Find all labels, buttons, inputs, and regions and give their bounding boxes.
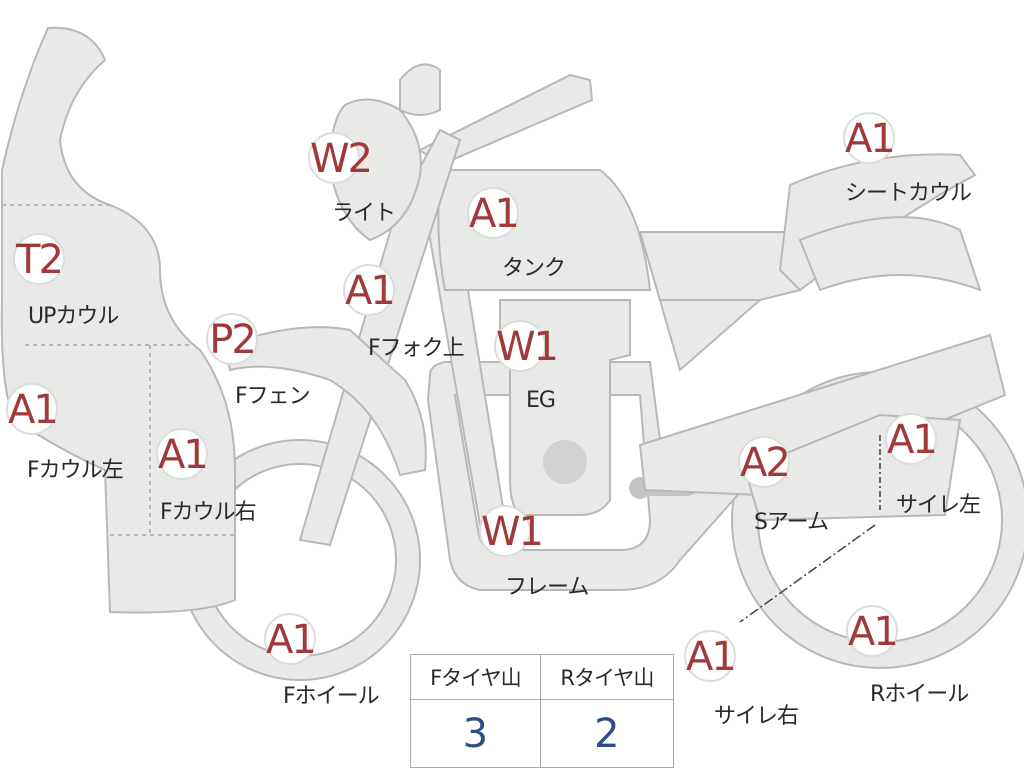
badge-t2-upcowl: T2 <box>13 233 65 285</box>
front-tire-header: Fタイヤ山 <box>410 654 541 700</box>
rear-tire-value: 2 <box>539 699 675 768</box>
badge-a1-muffler-left: A1 <box>885 413 938 465</box>
badge-a1-rwheel: A1 <box>846 605 899 657</box>
tire-tread-table: Fタイヤ山 Rタイヤ山 3 2 <box>410 654 675 768</box>
badge-w1-eg: W1 <box>494 320 559 372</box>
badge-a1-fcowl-left: A1 <box>6 383 59 435</box>
badge-w1-frame: W1 <box>479 505 544 557</box>
badge-a1-fwheel: A1 <box>264 613 317 665</box>
label-fcowl-right: Fカウル右 <box>160 500 257 525</box>
label-fwheel: Fホイール <box>283 684 380 709</box>
label-ffender: Fフェン <box>235 384 311 409</box>
badge-a2-swingarm: A2 <box>738 436 791 488</box>
label-muffler-right: サイレ右 <box>714 704 799 729</box>
label-light: ライト <box>332 201 396 226</box>
badge-a1-fcowl-right: A1 <box>156 428 209 480</box>
badge-a1-seatcowl: A1 <box>843 112 896 164</box>
label-upcowl: UPカウル <box>28 304 119 329</box>
label-rwheel: Rホイール <box>870 682 969 707</box>
front-fender <box>223 326 427 477</box>
label-ffork: Fフォク上 <box>368 336 465 361</box>
label-tank: タンク <box>502 256 566 281</box>
front-fork <box>298 128 462 547</box>
label-seatcowl: シートカウル <box>845 181 972 206</box>
badge-a1-muffler-right: A1 <box>684 630 737 682</box>
label-fcowl-left: Fカウル左 <box>27 458 124 483</box>
badge-a1-tank: A1 <box>467 187 520 239</box>
badge-p2-ffender: P2 <box>206 313 258 365</box>
label-eg: EG <box>526 388 556 413</box>
rear-tire-header: Rタイヤ山 <box>539 654 675 700</box>
label-frame: フレーム <box>505 575 589 600</box>
front-tire-value: 3 <box>410 699 541 768</box>
label-muffler-left: サイレ左 <box>896 493 981 518</box>
badge-w2-light: W2 <box>308 132 373 184</box>
badge-a1-ffork: A1 <box>343 264 396 316</box>
label-swingarm: Sアーム <box>754 510 829 535</box>
